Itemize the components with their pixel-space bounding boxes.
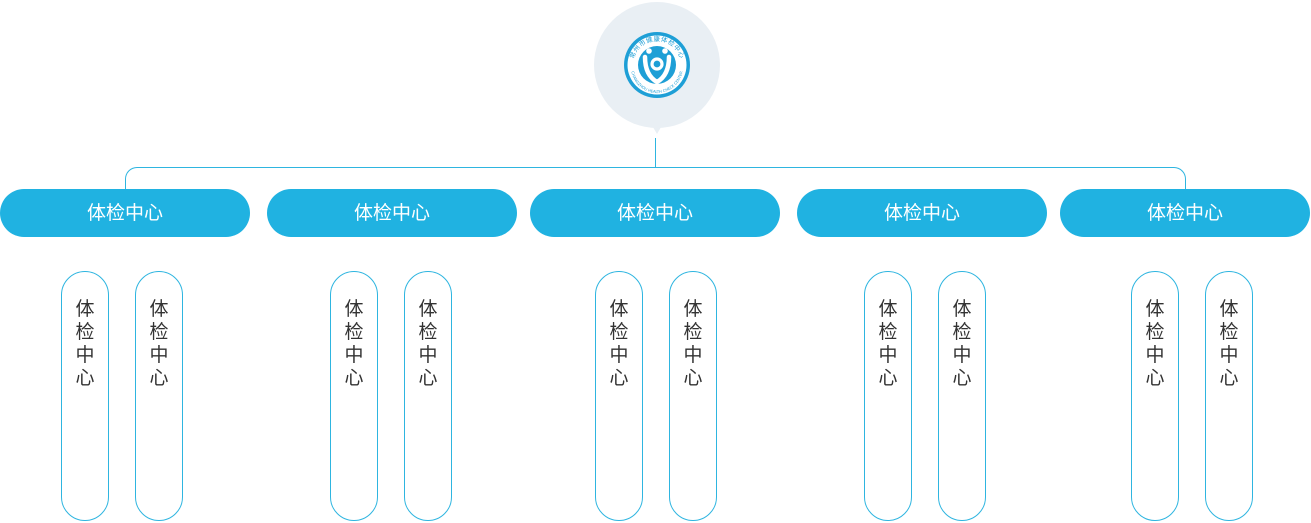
- department-label: 体检中心: [883, 202, 960, 224]
- sub-node-label: 体检中心: [344, 298, 364, 389]
- sub-node-label: 体检中心: [1145, 298, 1165, 389]
- sub-node-label: 体检中心: [952, 298, 972, 389]
- department-label: 体检中心: [353, 202, 430, 224]
- department-node-5[interactable]: 体检中心: [1060, 189, 1310, 237]
- sub-node[interactable]: 体检中心: [330, 271, 378, 521]
- sub-node[interactable]: 体检中心: [135, 271, 183, 521]
- department-node-1[interactable]: 体检中心: [0, 189, 250, 237]
- department-label: 体检中心: [1146, 202, 1223, 224]
- sub-node[interactable]: 体检中心: [938, 271, 986, 521]
- department-node-4[interactable]: 体检中心: [797, 189, 1047, 237]
- sub-node-label: 体检中心: [609, 298, 629, 389]
- connector-branch: [125, 167, 1186, 189]
- sub-node[interactable]: 体检中心: [1205, 271, 1253, 521]
- health-center-seal-logo: 常州市健康体检中心 CHANGZHOU HEALTH CHECK CENTER: [624, 32, 690, 98]
- logo-bubble: 常州市健康体检中心 CHANGZHOU HEALTH CHECK CENTER: [594, 2, 720, 134]
- sub-node[interactable]: 体检中心: [61, 271, 109, 521]
- sub-node-label: 体检中心: [418, 298, 438, 389]
- connector-trunk: [655, 138, 656, 168]
- sub-node-label: 体检中心: [878, 298, 898, 389]
- sub-node[interactable]: 体检中心: [404, 271, 452, 521]
- sub-node-label: 体检中心: [75, 298, 95, 389]
- sub-node[interactable]: 体检中心: [864, 271, 912, 521]
- sub-node-label: 体检中心: [149, 298, 169, 389]
- department-label: 体检中心: [616, 202, 693, 224]
- sub-node-label: 体检中心: [683, 298, 703, 389]
- department-node-2[interactable]: 体检中心: [267, 189, 517, 237]
- sub-node[interactable]: 体检中心: [1131, 271, 1179, 521]
- sub-node-label: 体检中心: [1219, 298, 1239, 389]
- sub-node[interactable]: 体检中心: [669, 271, 717, 521]
- department-node-3[interactable]: 体检中心: [530, 189, 780, 237]
- department-label: 体检中心: [86, 202, 163, 224]
- sub-node[interactable]: 体检中心: [595, 271, 643, 521]
